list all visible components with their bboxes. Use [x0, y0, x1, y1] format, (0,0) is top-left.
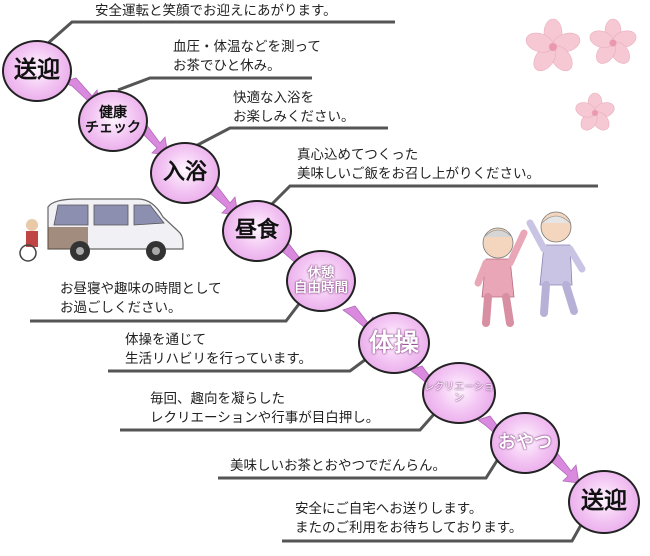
step-node-health-check: 健康チェック [78, 90, 148, 152]
step-7-description: 毎回、趣向を凝らしたレクリエーションや行事が目白押し。 [150, 391, 380, 426]
step-node-dropoff: 送迎 [568, 470, 640, 534]
step-2-description: 血圧・体温などを測ってお茶でひと休み。 [173, 39, 321, 74]
step-9-description: 安全にご自宅へお送りします。またのご利用をお待ちしております。 [295, 501, 523, 536]
leader-line-2 [117, 76, 312, 92]
step-node-pickup: 送迎 [2, 40, 72, 102]
step-node-exercise: 体操 [358, 312, 430, 374]
step-node-bath: 入浴 [150, 142, 220, 204]
step-node-free-time: 休憩自由時間 [286, 250, 356, 312]
step-node-snack: おやつ [490, 412, 560, 474]
step-node-recreation: レクリエーション [422, 362, 496, 424]
step-5-description: お昼寝や趣味の時間としてお過ごしください。 [60, 281, 222, 316]
step-8-description: 美味しいお茶とおやつでだんらん。 [230, 458, 446, 474]
step-3-description: 快適な入浴をお楽しみください。 [233, 90, 355, 125]
elderly-exercise-icon [474, 211, 586, 327]
step-4-description: 真心込めてつくった美味しいご飯をお召し上がりください。 [297, 147, 540, 182]
step-6-description: 体操を通じて生活リハビリを行っています。 [125, 332, 312, 367]
leader-line-3 [187, 126, 388, 152]
cherry-blossom-icon [525, 18, 637, 131]
step-1-description: 安全運転と笑顔でお迎えにあがります。 [95, 3, 337, 19]
step-node-lunch: 昼食 [222, 200, 292, 262]
van-icon [19, 198, 184, 262]
